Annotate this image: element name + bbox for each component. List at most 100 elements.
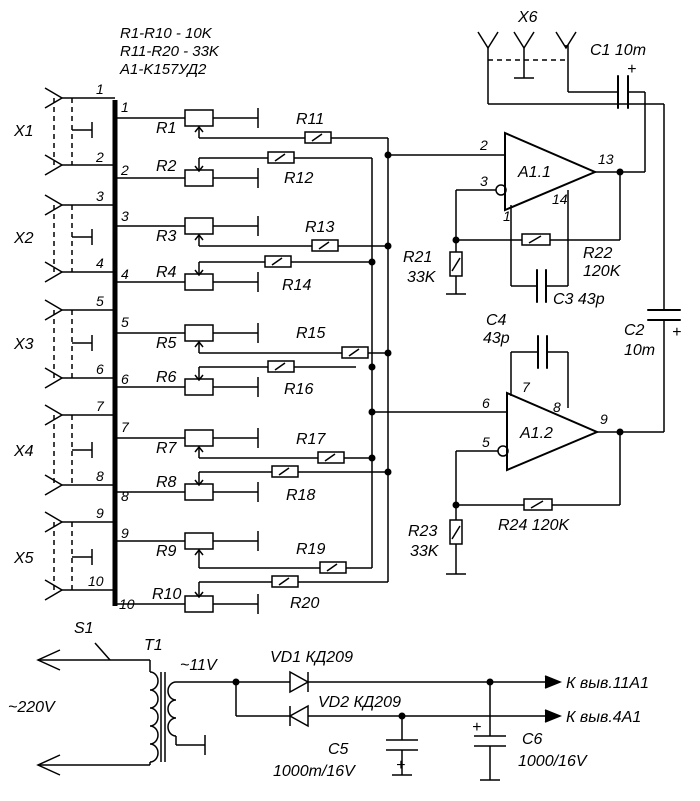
- vd2-label: VD2 КД209: [318, 694, 401, 711]
- svg-text:8: 8: [121, 488, 129, 504]
- svg-text:7: 7: [96, 398, 105, 414]
- legend-line-1: R1-R10 - 10K: [120, 25, 213, 42]
- power-supply: [36, 642, 563, 781]
- connector-x5: X5: [13, 550, 34, 567]
- svg-text:R1: R1: [156, 120, 176, 137]
- legend-line-3: A1-K157УД2: [119, 61, 207, 78]
- svg-text:1: 1: [96, 81, 104, 97]
- bus-pin-numbers-left: 1 2 3 4 5 6 7 8 9 10: [88, 81, 105, 589]
- connector-x2: X2: [13, 230, 34, 247]
- vd1-label: VD1 КД209: [270, 649, 353, 666]
- svg-text:R19: R19: [296, 541, 325, 558]
- opamp2-name: A1.2: [519, 425, 553, 442]
- svg-text:R17: R17: [296, 431, 326, 448]
- secondary-voltage: ~11V: [180, 657, 218, 674]
- svg-text:7: 7: [121, 419, 130, 435]
- opamp2-pin-8: 8: [553, 399, 561, 415]
- switch-s1: S1: [74, 620, 94, 637]
- svg-text:R5: R5: [156, 335, 177, 352]
- svg-text:2: 2: [120, 162, 129, 178]
- svg-text:R2: R2: [156, 158, 177, 175]
- transformer-t1: T1: [144, 637, 163, 654]
- opamp-a1-2: [372, 335, 624, 575]
- opamp1-name: A1.1: [517, 164, 551, 181]
- c3-label: C3 43p: [553, 291, 605, 308]
- svg-text:10: 10: [119, 596, 135, 612]
- connector-x1: X1: [13, 123, 34, 140]
- c5-plus: +: [396, 757, 405, 774]
- connector-x6: X6: [517, 9, 538, 26]
- mains-voltage: ~220V: [8, 699, 56, 716]
- opamp1-pin-13: 13: [598, 151, 614, 167]
- output-connector-x6: [477, 31, 681, 433]
- junction-dots: [368, 151, 392, 476]
- c2-label: C2: [624, 322, 645, 339]
- svg-text:5: 5: [121, 314, 129, 330]
- legend-line-2: R11-R20 - 33K: [120, 43, 220, 60]
- svg-text:R8: R8: [156, 474, 177, 491]
- c6-plus: +: [472, 719, 481, 736]
- connector-x4: X4: [13, 443, 34, 460]
- svg-text:R11: R11: [296, 111, 324, 128]
- output-pin-11: К выв.11А1: [566, 675, 649, 692]
- connector-x3: X3: [13, 336, 34, 353]
- opamp2-pin-9: 9: [600, 411, 608, 427]
- r24-label: R24 120K: [498, 517, 570, 534]
- opamp1-pin-3: 3: [480, 173, 488, 189]
- c2-plus: +: [672, 324, 681, 341]
- c4-value: 43p: [483, 330, 510, 347]
- svg-text:9: 9: [121, 525, 129, 541]
- c1-label: C1 10m: [590, 42, 646, 59]
- svg-text:R18: R18: [286, 487, 315, 504]
- c6-value: 1000/16V: [518, 753, 588, 770]
- svg-text:R7: R7: [156, 440, 178, 457]
- svg-text:R10: R10: [152, 586, 181, 603]
- svg-text:1: 1: [121, 99, 129, 115]
- r21-label: R21: [403, 249, 432, 266]
- opamp1-pin-2: 2: [479, 137, 488, 153]
- svg-text:R3: R3: [156, 228, 177, 245]
- r21-value: 33K: [407, 269, 437, 286]
- opamp2-pin-6: 6: [482, 395, 490, 411]
- svg-text:9: 9: [96, 505, 104, 521]
- mix-resistor-labels: R11 R12 R13 R14 R15 R16 R17 R18 R19 R20: [282, 111, 334, 612]
- svg-text:R15: R15: [296, 325, 325, 342]
- svg-text:3: 3: [121, 208, 129, 224]
- c4-label: C4: [486, 312, 507, 329]
- svg-text:4: 4: [121, 266, 129, 282]
- svg-text:R6: R6: [156, 369, 177, 386]
- svg-text:4: 4: [96, 255, 104, 271]
- r23-value: 33K: [410, 543, 440, 560]
- r22-value: 120K: [583, 263, 622, 280]
- svg-text:R20: R20: [290, 595, 319, 612]
- svg-text:R13: R13: [305, 219, 334, 236]
- output-pin-4: К выв.4А1: [566, 709, 641, 726]
- r23-label: R23: [408, 523, 437, 540]
- svg-text:5: 5: [96, 293, 104, 309]
- opamp2-pin-7: 7: [522, 379, 531, 395]
- svg-text:3: 3: [96, 188, 104, 204]
- opamp1-pin-1: 1: [503, 208, 511, 224]
- opamp2-pin-5: 5: [482, 434, 490, 450]
- svg-text:6: 6: [121, 371, 129, 387]
- svg-text:R4: R4: [156, 264, 177, 281]
- pot-channels: [115, 108, 389, 614]
- svg-text:R12: R12: [284, 170, 313, 187]
- opamp1-pin-14: 14: [552, 191, 568, 207]
- svg-text:R9: R9: [156, 543, 177, 560]
- c2-value: 10m: [624, 342, 655, 359]
- c5-label: C5: [328, 741, 349, 758]
- input-jacks: [44, 87, 115, 601]
- r22-label: R22: [583, 245, 612, 262]
- svg-text:2: 2: [95, 149, 104, 165]
- c5-value: 1000m/16V: [273, 763, 356, 780]
- bus-pin-numbers-right: 1 2 3 4 5 6 7 8 9 10: [119, 99, 135, 612]
- svg-text:8: 8: [96, 468, 104, 484]
- c1-plus: +: [627, 61, 636, 78]
- svg-text:10: 10: [88, 573, 104, 589]
- svg-text:R16: R16: [284, 381, 313, 398]
- c6-label: C6: [522, 731, 543, 748]
- svg-text:R14: R14: [282, 277, 311, 294]
- opamp-a1-1: [388, 45, 646, 303]
